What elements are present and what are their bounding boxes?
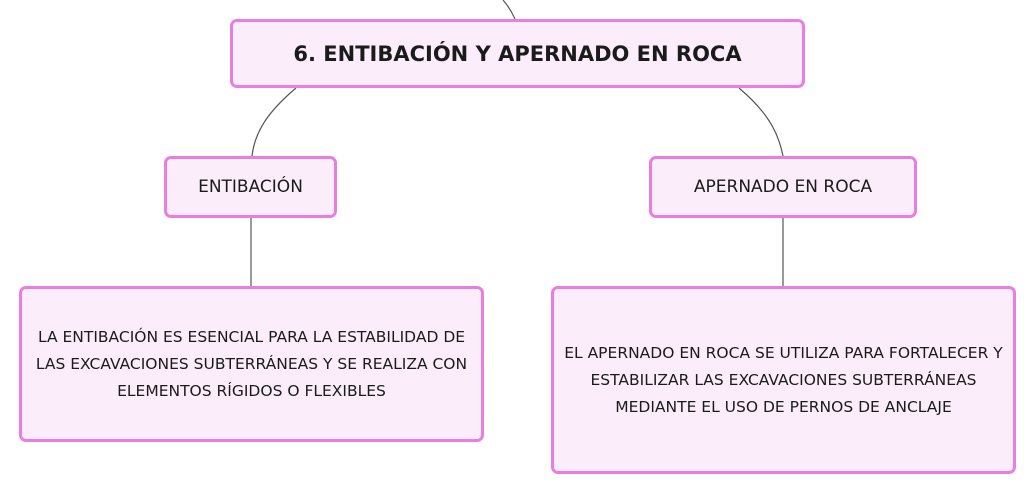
root-topic-node[interactable]: 6. ENTIBACIÓN Y APERNADO EN ROCA	[230, 19, 805, 88]
topic-label-entibacion: ENTIBACIÓN	[198, 177, 303, 197]
description-node-entibacion[interactable]: LA ENTIBACIÓN ES ESENCIAL PARA LA ESTABI…	[19, 286, 484, 442]
incoming-connector	[502, 0, 516, 20]
topic-node-entibacion[interactable]: ENTIBACIÓN	[164, 156, 337, 218]
connector-root-to-apernado	[738, 87, 784, 157]
root-topic-label: 6. ENTIBACIÓN Y APERNADO EN ROCA	[293, 41, 742, 66]
description-text-apernado: EL APERNADO EN ROCA SE UTILIZA PARA FORT…	[564, 343, 1003, 416]
topic-label-apernado: APERNADO EN ROCA	[693, 177, 873, 197]
connector-root-to-entibacion	[251, 87, 297, 157]
topic-node-apernado[interactable]: APERNADO EN ROCA	[649, 156, 917, 218]
description-node-apernado[interactable]: EL APERNADO EN ROCA SE UTILIZA PARA FORT…	[551, 286, 1016, 474]
description-text-entibacion: LA ENTIBACIÓN ES ESENCIAL PARA LA ESTABI…	[35, 327, 468, 400]
